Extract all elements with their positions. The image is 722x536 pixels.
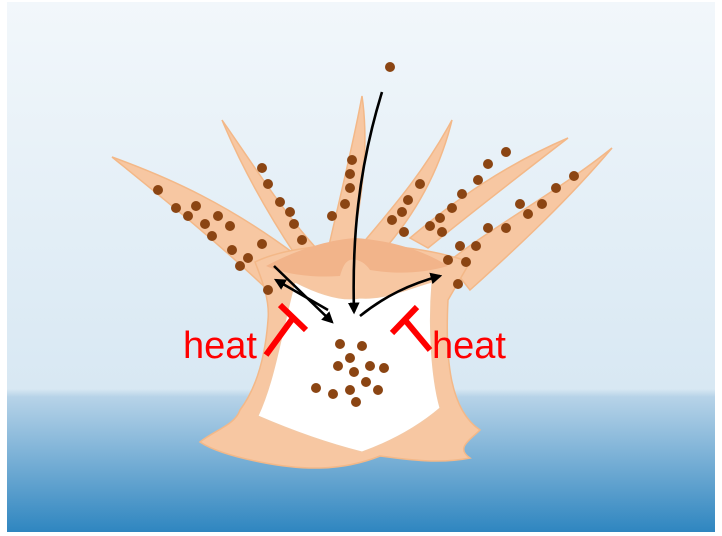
symbiont	[455, 241, 465, 251]
symbiont	[447, 203, 457, 213]
symbiont	[551, 183, 561, 193]
symbiont	[345, 385, 355, 395]
symbiont	[243, 253, 253, 263]
symbiont	[213, 211, 223, 221]
symbiont	[483, 223, 493, 233]
symbiont	[257, 239, 267, 249]
symbiont	[461, 257, 471, 267]
symbiont	[357, 341, 367, 351]
symbiont	[225, 221, 235, 231]
symbiont	[153, 185, 163, 195]
symbiont	[523, 209, 533, 219]
symbiont	[379, 363, 389, 373]
symbiont	[263, 285, 273, 295]
symbiont	[333, 361, 343, 371]
symbiont	[275, 197, 285, 207]
symbiont	[263, 179, 273, 189]
symbiont	[501, 223, 511, 233]
symbiont	[235, 261, 245, 271]
symbiont	[311, 383, 321, 393]
symbiont	[340, 199, 350, 209]
symbiont	[515, 199, 525, 209]
symbiont	[349, 367, 359, 377]
symbiont	[501, 147, 511, 157]
symbiont	[289, 219, 299, 229]
symbiont	[345, 183, 355, 193]
symbiont	[397, 207, 407, 217]
symbiont	[399, 227, 409, 237]
symbiont	[361, 377, 371, 387]
symbiont	[435, 213, 445, 223]
symbiont	[285, 207, 295, 217]
symbiont	[347, 155, 357, 165]
symbiont	[425, 221, 435, 231]
symbiont	[351, 397, 361, 407]
symbiont	[403, 195, 413, 205]
symbiont	[443, 255, 453, 265]
symbiont	[415, 179, 425, 189]
symbiont	[345, 169, 355, 179]
symbiont	[335, 339, 345, 349]
symbiont	[457, 189, 467, 199]
symbiont	[473, 175, 483, 185]
symbiont	[191, 201, 201, 211]
heat-label-left: heat	[183, 327, 257, 365]
symbiont	[227, 245, 237, 255]
symbiont	[569, 171, 579, 181]
symbiont	[171, 203, 181, 213]
symbiont	[437, 227, 447, 237]
symbiont	[345, 353, 355, 363]
symbiont	[257, 163, 267, 173]
heat-label-right: heat	[432, 327, 506, 365]
free-symbiont	[385, 62, 395, 72]
symbiont	[483, 159, 493, 169]
symbiont	[328, 389, 338, 399]
symbiont	[365, 361, 375, 371]
symbiont	[200, 219, 210, 229]
symbiont	[297, 235, 307, 245]
symbiont	[387, 215, 397, 225]
symbiont	[183, 211, 193, 221]
symbiont	[207, 231, 217, 241]
symbiont	[327, 211, 337, 221]
symbiont	[537, 199, 547, 209]
symbiont	[453, 279, 463, 289]
symbiont	[471, 241, 481, 251]
symbiont	[373, 385, 383, 395]
